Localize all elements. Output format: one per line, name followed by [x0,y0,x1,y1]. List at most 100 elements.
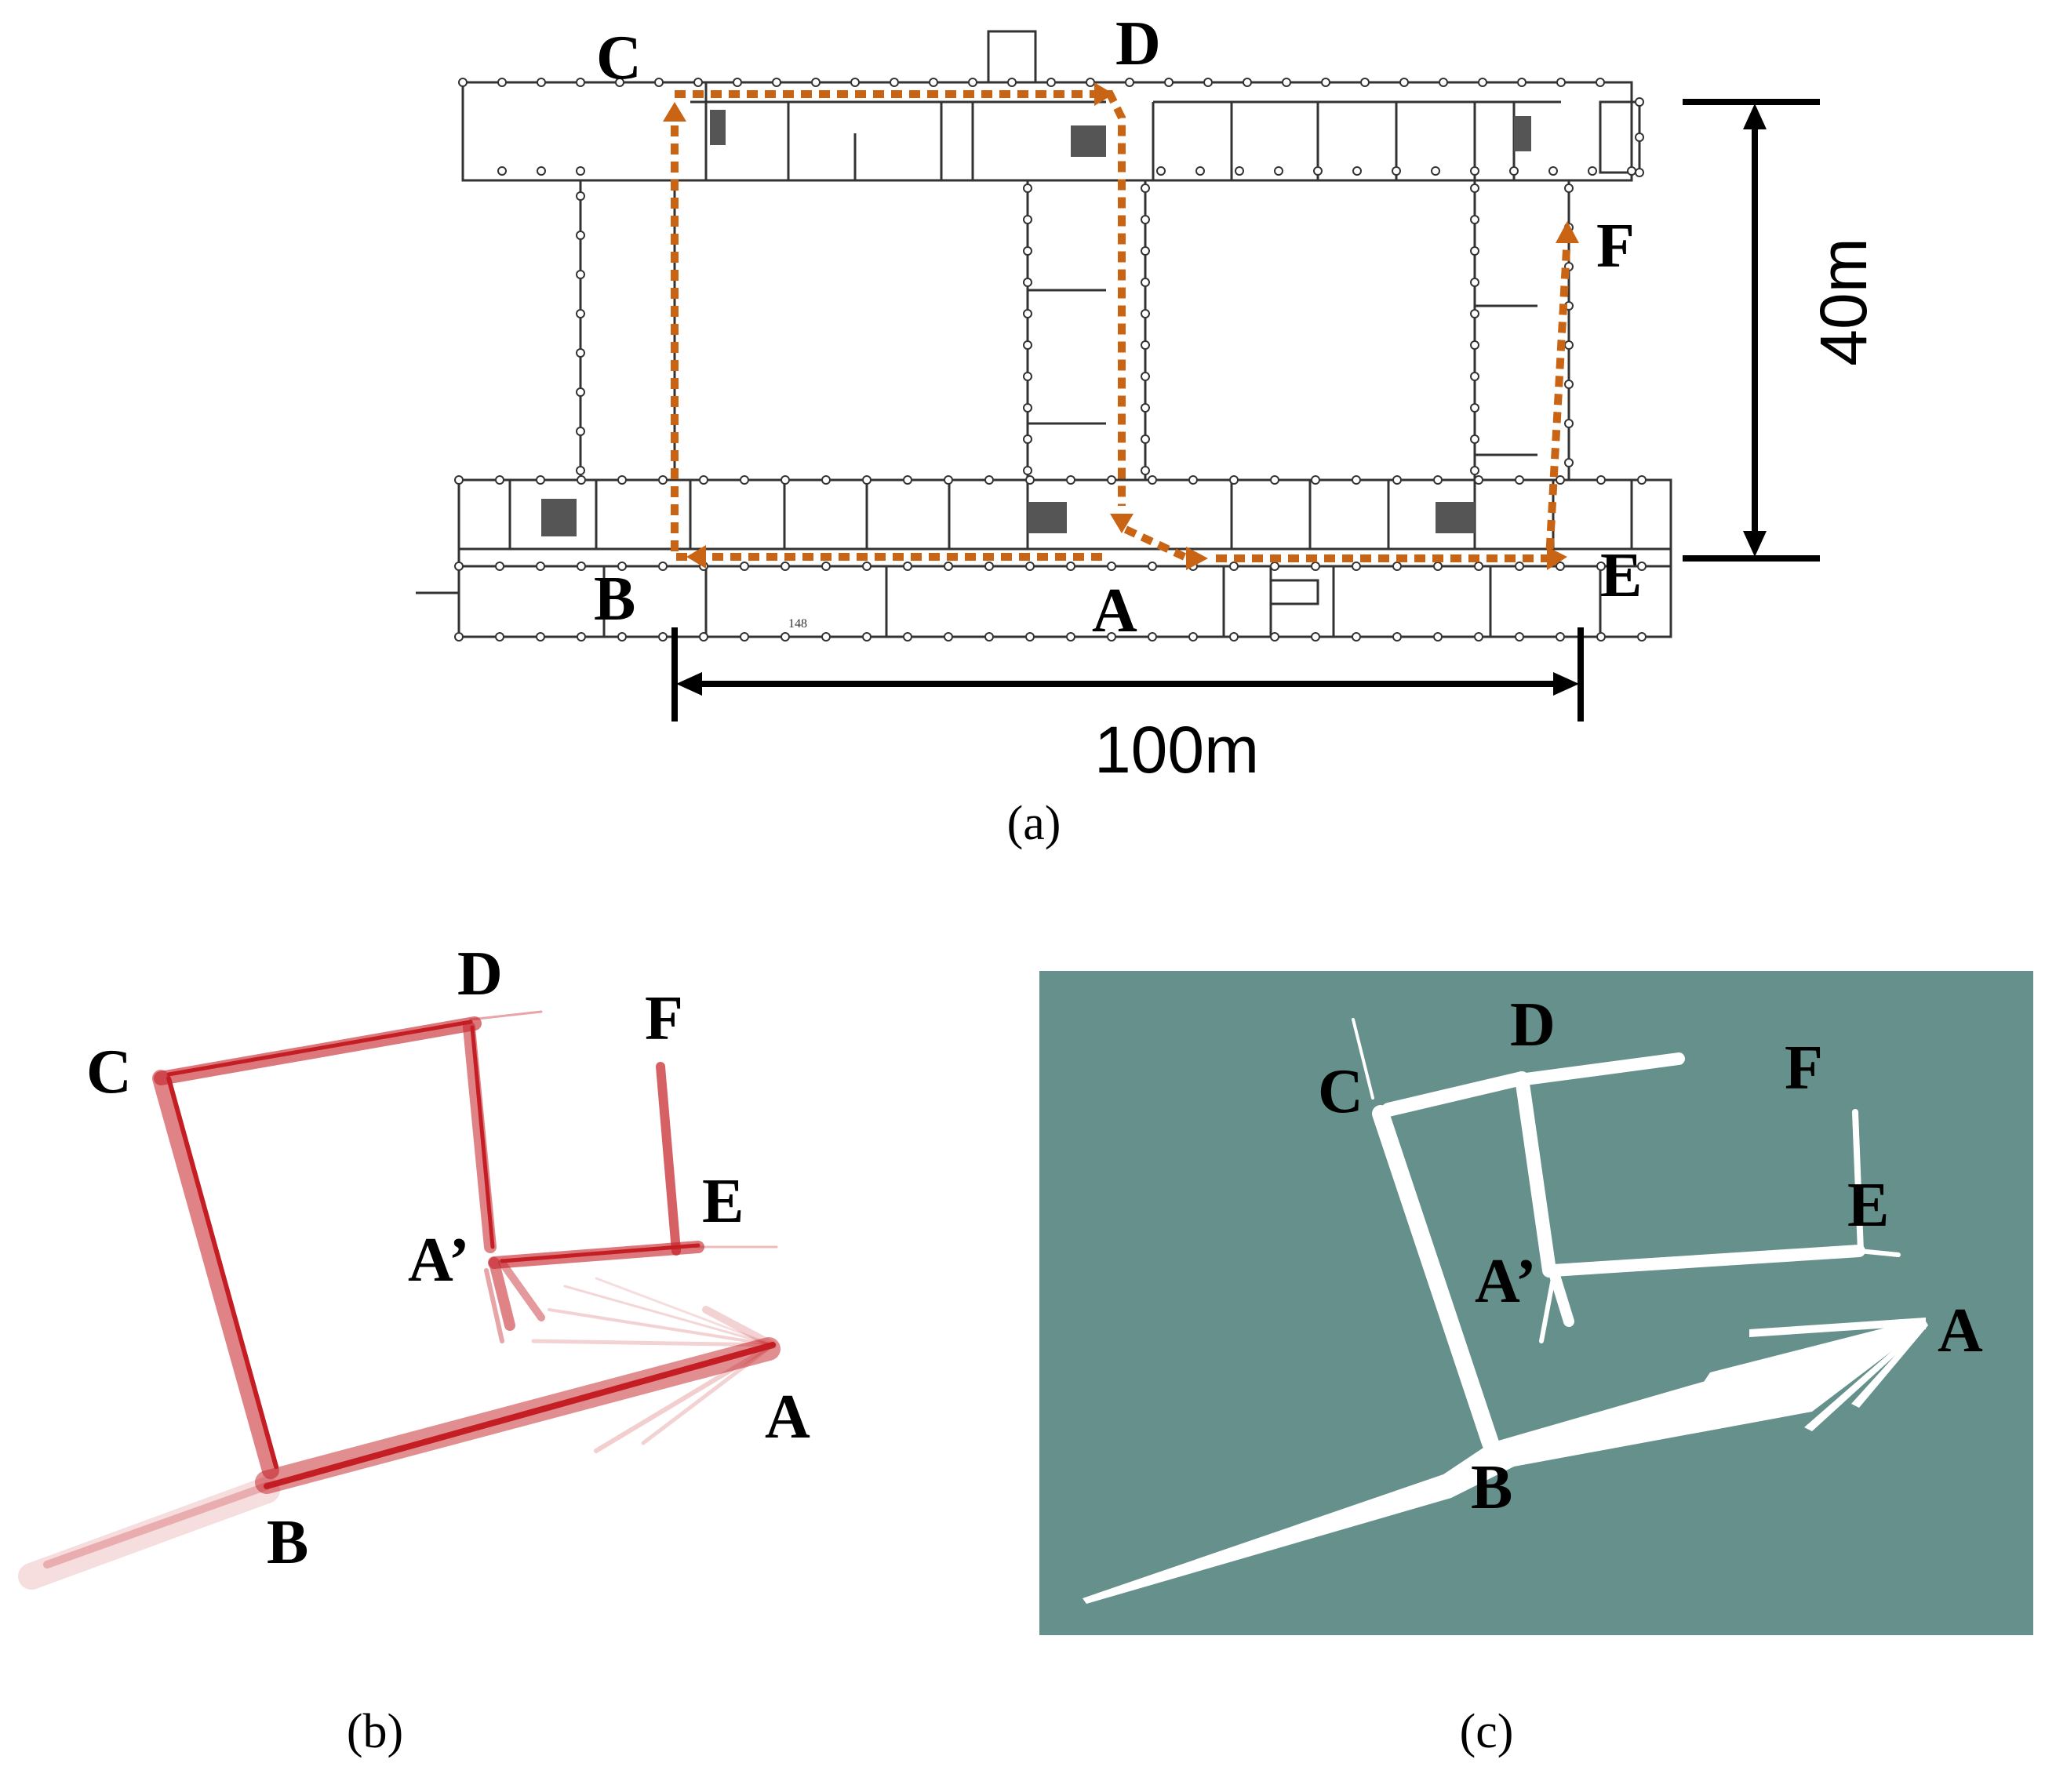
point-label-c: C [86,1038,132,1107]
column-dot [1148,475,1157,485]
column-dot [577,562,586,571]
column-dot [1470,166,1479,176]
column-dot [1470,434,1479,444]
point-label-d: D [1115,9,1161,78]
column-dot [576,191,585,201]
column-dot [497,78,507,87]
column-dot [1025,475,1035,485]
column-dot [454,475,464,485]
column-dot [781,562,790,571]
column-dot [536,562,545,571]
column-dot [454,632,464,642]
column-dot [617,475,627,485]
column-dot [1023,403,1032,413]
column-dot [1478,78,1487,87]
column-dot [1470,184,1479,193]
point-label-c: C [1318,1057,1363,1126]
column-dot [1564,340,1574,350]
column-dot [1564,419,1574,428]
column-dot [1141,246,1150,256]
point-label-a: A [1092,576,1137,645]
column-dot [862,475,872,485]
caption-b: (b) [347,1705,403,1758]
column-dot [1635,97,1644,107]
column-dot [944,562,953,571]
column-dot [1564,458,1574,467]
column-dot [740,562,749,571]
point-label-b: B [594,565,635,634]
column-dot [1023,340,1032,350]
column-dot [617,632,627,642]
column-dot [781,475,790,485]
column-dot [1313,166,1323,176]
point-label-a-prime: A’ [1475,1247,1536,1316]
column-dot [497,166,507,176]
column-dot [862,562,872,571]
column-dot [576,466,585,475]
column-dot [1066,562,1075,571]
column-dot [1270,475,1279,485]
column-dot [1148,632,1157,642]
column-dot [699,632,708,642]
point-label-d: D [457,940,503,1009]
column-dot [1392,475,1402,485]
column-dot [1433,632,1443,642]
column-dot [495,632,504,642]
dimension-label-40m: 40m [1807,238,1880,365]
column-dot [1635,168,1644,177]
column-dot [1596,562,1606,571]
column-dot [576,78,585,87]
column-dot [536,475,545,485]
point-label-a: A [1938,1296,1983,1365]
column-dot [1588,166,1597,176]
column-dot [1141,466,1150,475]
column-dot [740,632,749,642]
point-label-a: A [765,1383,810,1452]
column-dot [984,632,994,642]
column-dot [1311,632,1320,642]
column-dot [984,475,994,485]
point-label-a-prime: A’ [408,1226,469,1295]
column-dot [576,348,585,358]
column-dot [576,231,585,240]
column-dot [1392,166,1401,176]
column-dot [693,78,703,87]
column-dot [1517,78,1527,87]
caption-c: (c) [1460,1705,1514,1758]
column-dot [1635,133,1644,142]
column-dot [1474,562,1483,571]
column-dot [1066,632,1075,642]
column-dot [1023,215,1032,224]
column-dot [1360,78,1370,87]
map-background [1039,971,2033,1635]
column-dot [1107,632,1116,642]
column-dot [1229,475,1239,485]
staircases [541,110,1531,536]
column-dot [658,562,668,571]
caption-a: (a) [1007,797,1061,850]
column-dot [1311,475,1320,485]
column-dot [821,562,831,571]
column-dot [495,562,504,571]
column-dot [1007,78,1017,87]
column-dot [1556,78,1566,87]
column-dot [1270,562,1279,571]
column-dot [1439,78,1448,87]
column-dot [1023,184,1032,193]
column-dot [617,562,627,571]
occupancy-grid-map-panel: D F C E A’ A B (c) [1039,971,2033,1758]
column-dot [1141,184,1150,193]
column-dot [454,562,464,571]
column-dot [1046,78,1056,87]
point-label-f: F [1596,212,1635,281]
column-dot [577,475,586,485]
column-dot [1564,380,1574,389]
column-dot [862,632,872,642]
column-dot [1564,184,1574,193]
column-dot [536,632,545,642]
column-dot [458,78,468,87]
column-dot [1243,78,1252,87]
column-dot [1188,632,1198,642]
column-dot [1556,475,1565,485]
column-dot [1141,340,1150,350]
